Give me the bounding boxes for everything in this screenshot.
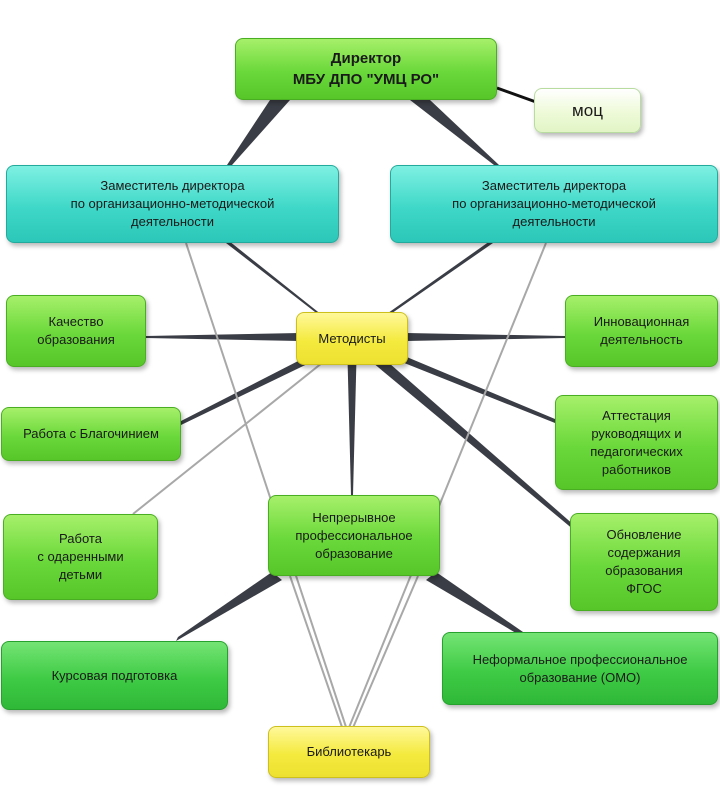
link-continuous-courses [176, 572, 282, 641]
courses-node: Курсовая подготовка [1, 641, 228, 710]
link-continuous-informal [426, 572, 523, 636]
librarian-node: Библиотекарь [268, 726, 430, 778]
link-methodists-gifted [132, 338, 353, 515]
deputy-right-node: Заместитель директора по организационно-… [390, 165, 718, 243]
deputy-left-node: Заместитель директора по организационно-… [6, 165, 339, 243]
continuous-node: Непрерывное профессиональное образование [268, 495, 440, 576]
fgos-node: Обновление содержания образования ФГОС [570, 513, 718, 611]
methodists-node: Методисты [296, 312, 408, 365]
quality-node: Качество образования [6, 295, 146, 367]
link-methodists-continuous [347, 339, 357, 495]
moc-node: моц [534, 88, 641, 133]
link-continuous-librarian-b [351, 575, 419, 731]
attestation-node: Аттестация руководящих и педагогических … [555, 395, 718, 490]
link-director-moc [496, 86, 537, 104]
link-methodists-fgos [349, 335, 583, 535]
link-director-deputy-left [227, 100, 290, 165]
link-deputy-right-librarian [347, 242, 547, 731]
link-deputy-left-librarian [185, 242, 348, 731]
blagochinie-node: Работа с Благочинием [1, 407, 181, 461]
gifted-node: Работа с одаренными детьми [3, 514, 158, 600]
innovation-node: Инновационная деятельность [565, 295, 718, 367]
link-director-deputy-right [410, 100, 499, 165]
informal-node: Неформальное профессиональное образовани… [442, 632, 718, 705]
link-continuous-librarian-a [289, 575, 344, 731]
director-node: Директор МБУ ДПО "УМЦ РО" [235, 38, 497, 100]
